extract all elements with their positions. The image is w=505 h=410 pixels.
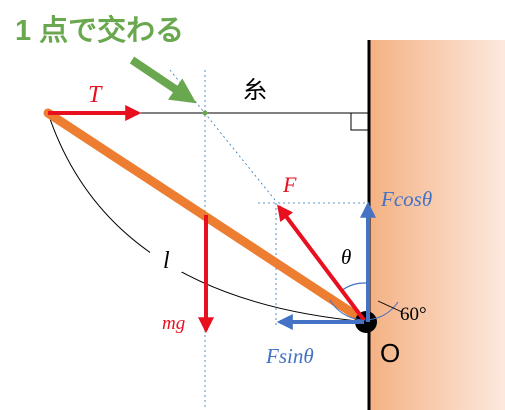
origin-label: O [380, 338, 400, 368]
fcos-label: Fcosθ [380, 187, 432, 211]
theta-arc [340, 282, 367, 292]
force-f-label: F [282, 172, 297, 197]
intersection-pointer-arrow [129, 56, 197, 104]
sixty-degree-label: 60° [400, 304, 427, 325]
string-label: 糸 [243, 77, 267, 104]
intersection-point [202, 110, 208, 116]
arc-label-bg [150, 240, 182, 272]
fsin-label: Fsinθ [265, 344, 314, 368]
tension-label: T [88, 82, 103, 108]
mg-label: mg [162, 313, 185, 334]
wall [369, 40, 505, 410]
sixty-deg-leader [377, 300, 403, 313]
right-angle-mark [350, 113, 369, 131]
force-f-arrow [277, 204, 366, 322]
theta-label: θ [341, 245, 351, 269]
title-label: 1 点で交わる [15, 13, 184, 47]
length-label: l [163, 248, 170, 274]
